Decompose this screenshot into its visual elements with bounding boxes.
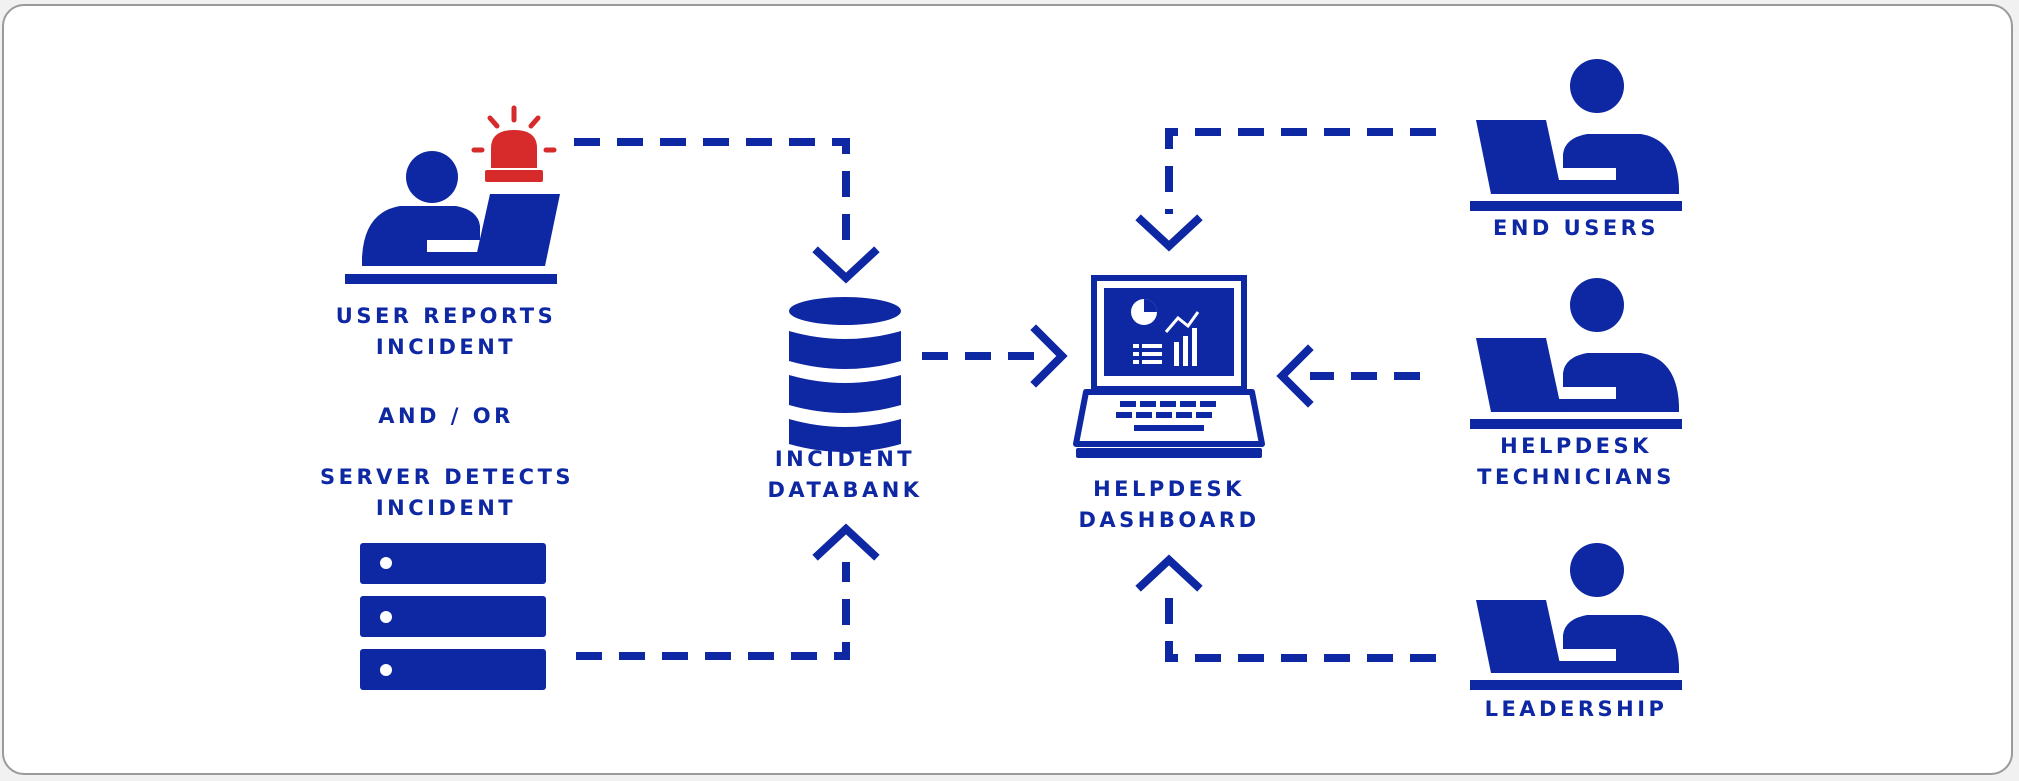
arrow-left-icon (1276, 344, 1314, 408)
leadership-icon (1470, 543, 1682, 690)
flow-server-to-databank (576, 562, 850, 660)
label-incident-databank: INCIDENT DATABANK (767, 447, 923, 502)
arrow-down-icon (812, 246, 880, 284)
arrow-down-icon (1135, 214, 1203, 252)
server-rack-icon (360, 543, 546, 690)
user-at-laptop-icon (345, 151, 560, 284)
flow-reports-to-databank (574, 138, 850, 248)
label-end-users: END USERS (1493, 216, 1659, 240)
label-leadership: LEADERSHIP (1484, 697, 1668, 721)
diagram-card (2, 4, 2013, 775)
technicians-icon (1470, 278, 1682, 429)
label-server-detects-incident: SERVER DETECTS INCIDENT (320, 465, 575, 520)
label-user-reports-incident: USER REPORTS INCIDENT (335, 304, 557, 359)
arrow-up-icon (812, 523, 880, 561)
arrow-right-icon (1030, 324, 1068, 388)
label-helpdesk-technicians: HELPDESK TECHNICIANS (1477, 434, 1675, 489)
label-helpdesk-dashboard: HELPDESK DASHBOARD (1078, 477, 1260, 532)
flow-leadership-to-dashboard (1165, 594, 1436, 662)
arrow-up-icon (1135, 554, 1203, 592)
flow-endusers-to-dashboard (1165, 128, 1436, 214)
laptop-dashboard-icon (1073, 275, 1265, 458)
end-users-icon (1470, 59, 1682, 211)
alarm-icon (471, 105, 557, 182)
label-and-or: AND / OR (378, 404, 514, 428)
database-icon (789, 297, 901, 452)
